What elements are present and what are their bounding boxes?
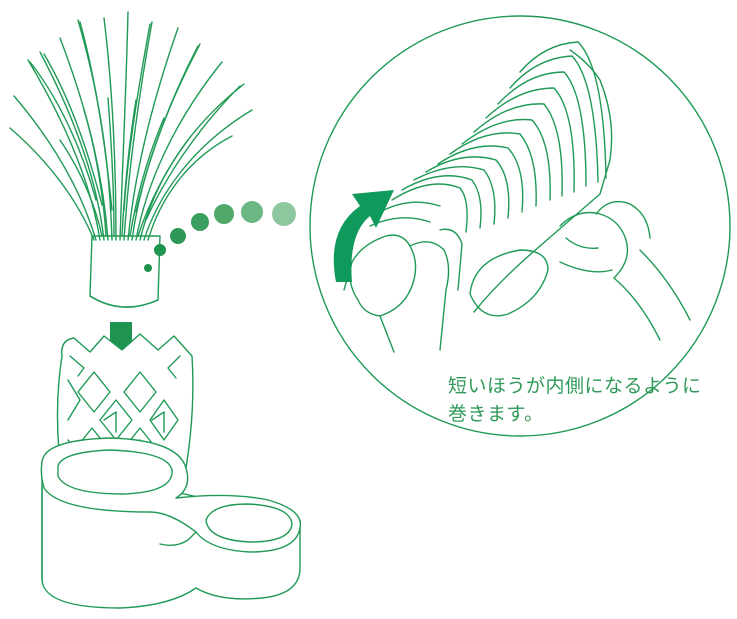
instruction-line-2: 巻きます。 [448, 403, 544, 425]
crown-leaves [9, 11, 253, 308]
instruction-line-1: 短いほうが内側になるように [448, 375, 702, 397]
detail-circle [309, 15, 731, 437]
base-stand [40, 437, 302, 609]
dots-trail [144, 201, 296, 272]
instruction-caption: 短いほうが内側になるように 巻きます。 [448, 372, 728, 428]
curved-arrow-icon [333, 190, 394, 282]
